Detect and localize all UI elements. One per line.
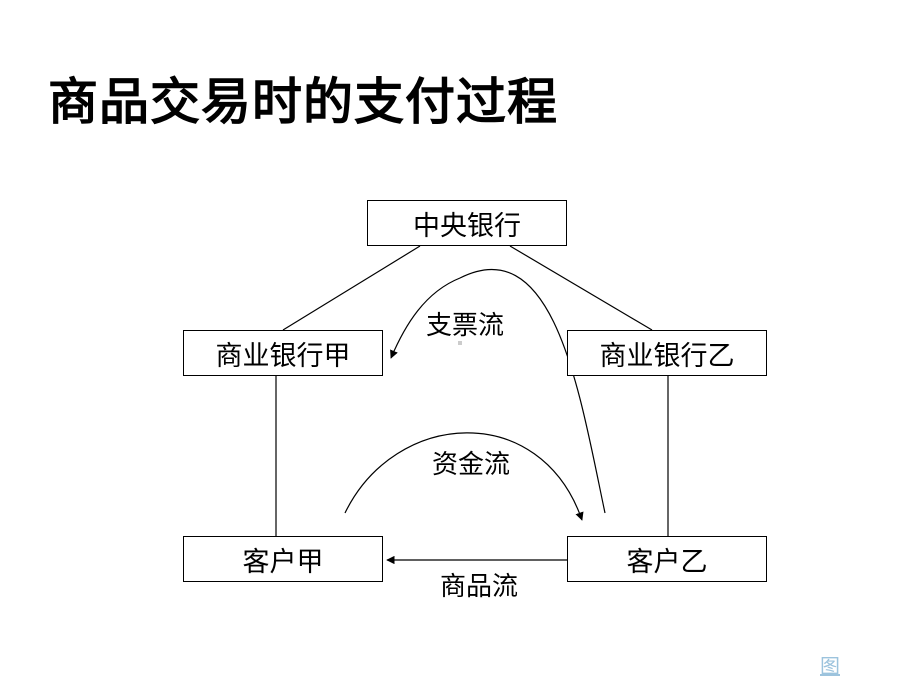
- link-central-to-bank-a: [282, 245, 421, 331]
- commercial-bank-a-label: 商业银行甲: [215, 340, 351, 372]
- slide-title: 商品交易时的支付过程: [48, 73, 558, 131]
- funds-flow-label: 资金流: [432, 450, 511, 480]
- central-bank-box: 中央银行: [367, 200, 567, 246]
- client-a-label: 客户甲: [242, 546, 324, 578]
- stray-dot: [458, 341, 462, 345]
- funds-flow-arrow: [344, 432, 584, 521]
- client-b-label: 客户乙: [626, 546, 708, 578]
- central-bank-label: 中央银行: [413, 210, 521, 242]
- client-a-box: 客户甲: [183, 536, 383, 582]
- commercial-bank-b-label: 商业银行乙: [599, 340, 735, 372]
- goods-flow-label: 商品流: [440, 572, 519, 602]
- commercial-bank-b-box: 商业银行乙: [567, 330, 767, 376]
- cheque-flow-label: 支票流: [426, 311, 505, 341]
- client-b-box: 客户乙: [567, 536, 767, 582]
- cheque-flow-arrow: [390, 269, 606, 514]
- link-central-to-bank-b: [509, 245, 653, 331]
- commercial-bank-a-box: 商业银行甲: [183, 330, 383, 376]
- figure-link[interactable]: 图: [820, 654, 840, 678]
